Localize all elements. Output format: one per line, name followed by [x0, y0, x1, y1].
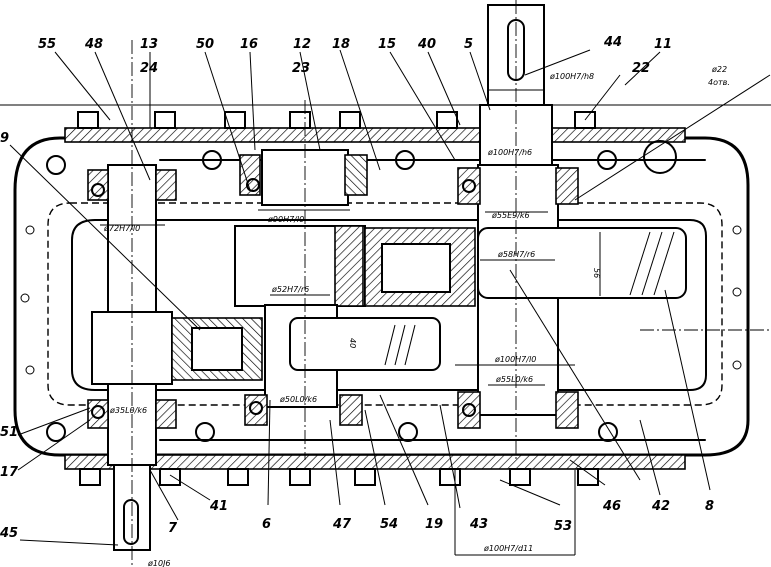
callout-46: 46	[602, 499, 621, 514]
callout-42: 42	[651, 499, 670, 514]
fit-55e9-k6: ø55E9/k6	[491, 211, 530, 220]
callout-16: 16	[240, 37, 258, 52]
hole-count-4: 4отв.	[708, 78, 730, 87]
dim-56: 56	[592, 268, 601, 278]
callout-17: 17	[0, 465, 19, 480]
callout-43: 43	[469, 517, 488, 532]
fit-58h7-r6: ø58H7/r6	[497, 250, 535, 259]
centerlines	[131, 0, 517, 565]
intermediate-shaft	[234, 149, 441, 426]
bottom-bolts	[79, 468, 599, 486]
callout-23: 23	[292, 61, 310, 76]
callout-11: 11	[654, 37, 672, 52]
fit-50l0-k6: ø50L0/k6	[279, 395, 317, 404]
callouts: 55 48 13 24 50 16 12 23 18 15 40 5 44 11…	[0, 35, 714, 541]
flange-holes	[20, 140, 742, 442]
callout-5: 5	[464, 37, 473, 52]
callout-47: 47	[332, 517, 352, 532]
callout-53: 53	[554, 519, 572, 534]
fit-72h7-l0: ø72H7/l0	[103, 224, 140, 233]
fit-100h7-d11: ø100H7/d11	[483, 544, 533, 553]
fit-100h7-h6: ø100H7/h6	[487, 148, 532, 157]
callout-15: 15	[378, 37, 396, 52]
callout-48: 48	[84, 37, 103, 52]
fit-10j6: ø10J6	[147, 559, 171, 567]
fit-100h7-h8: ø100H7/h8	[549, 72, 594, 81]
callout-18: 18	[332, 37, 350, 52]
callout-55: 55	[38, 37, 56, 52]
fit-35l0-k6: ø35L0/k6	[109, 406, 147, 415]
fit-90h7-l0: ø90H7/l0	[267, 215, 304, 224]
fit-annotations: ø100H7/h8 ø100H7/h6 ø55E9/k6 ø90H7/l0 ø7…	[103, 65, 730, 567]
callout-24: 24	[140, 61, 158, 76]
fit-100h7-l0: ø100H7/l0	[494, 355, 536, 364]
callout-12: 12	[293, 37, 311, 52]
callout-54: 54	[380, 517, 398, 532]
callout-44: 44	[603, 35, 622, 50]
callout-19: 19	[425, 517, 443, 532]
callout-6: 6	[262, 517, 271, 532]
callout-40: 40	[417, 37, 436, 52]
leader-lines	[9, 49, 771, 546]
callout-8: 8	[705, 499, 714, 514]
output-shaft	[364, 4, 771, 429]
callout-22: 22	[632, 61, 650, 76]
callout-7: 7	[168, 521, 178, 536]
input-shaft	[87, 164, 263, 551]
callout-50: 50	[196, 37, 214, 52]
callout-51: 51	[0, 425, 18, 440]
fit-55l0-k6: ø55L0/k6	[495, 375, 533, 384]
callout-9: 9	[0, 131, 9, 146]
dimension-lines	[100, 89, 601, 556]
top-bolts	[77, 111, 596, 129]
hole-diameter-22: ø22	[711, 65, 727, 74]
dim-40: 40	[348, 338, 357, 348]
fit-52h7-r6: ø52H7/r6	[271, 285, 309, 294]
callout-45: 45	[0, 526, 18, 541]
callout-41: 41	[209, 499, 228, 514]
callout-13: 13	[140, 37, 158, 52]
